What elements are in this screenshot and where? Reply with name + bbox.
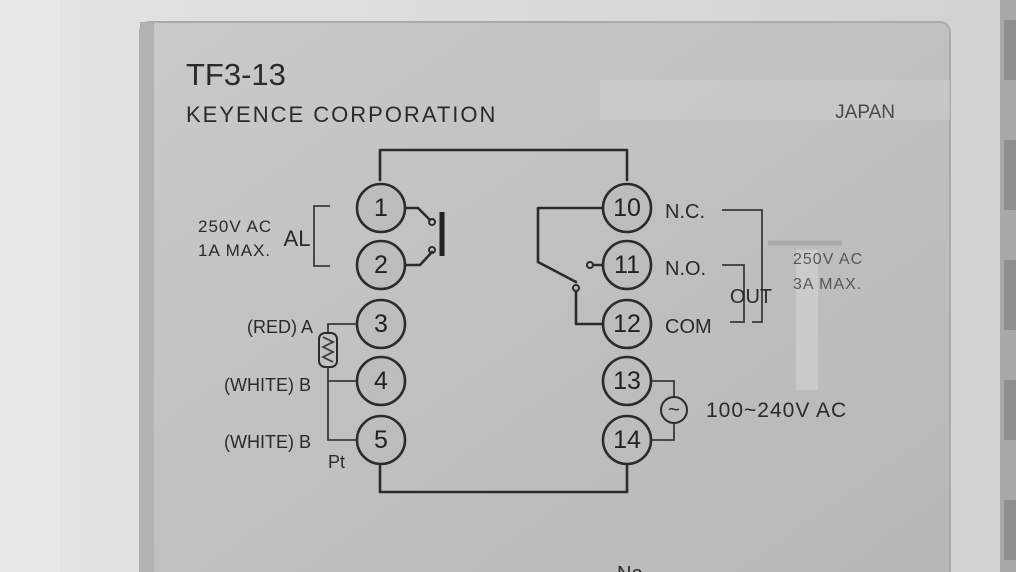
svg-text:2: 2 <box>374 251 388 279</box>
terminal-13: 13 <box>601 355 653 407</box>
terminal-10: 10 <box>601 182 653 234</box>
loop-wire-bottom <box>378 464 629 494</box>
terminal-11: 11 <box>601 239 653 291</box>
output-rating-line2: 3A MAX. <box>793 276 862 293</box>
output-bracket-no <box>722 264 745 323</box>
tape-glare <box>600 80 950 120</box>
country-of-origin: JAPAN <box>835 102 895 123</box>
terminal-teeth <box>1004 20 1016 560</box>
output-com: COM <box>665 316 712 338</box>
terminal-1: 1 <box>355 182 407 234</box>
svg-text:1: 1 <box>374 194 388 222</box>
terminal-2: 2 <box>355 239 407 291</box>
ac-symbol: ~ <box>668 399 680 421</box>
output-rating-line1: 250V AC <box>793 251 863 268</box>
alarm-rating-line1: 250V AC <box>198 217 272 236</box>
svg-text:5: 5 <box>374 426 388 454</box>
alarm-bracket <box>313 205 330 267</box>
svg-text:13: 13 <box>613 367 641 395</box>
output-no: N.O. <box>665 258 706 280</box>
loop-wire-top <box>378 148 629 182</box>
svg-text:12: 12 <box>613 310 641 338</box>
sensor-white-b-1: (WHITE) B <box>224 375 311 395</box>
sensor-white-b-2: (WHITE) B <box>224 432 311 452</box>
plate-edge-strip <box>140 22 154 572</box>
sensor-pt: Pt <box>328 452 345 472</box>
sensor-red-a: (RED) A <box>247 317 313 337</box>
alarm-contact-symbol <box>403 206 445 267</box>
vertical-glare <box>796 250 818 390</box>
svg-text:4: 4 <box>374 367 388 395</box>
manufacturer: KEYENCE CORPORATION <box>186 102 497 127</box>
svg-text:3: 3 <box>374 310 388 338</box>
model-number: TF3-13 <box>186 57 286 92</box>
alarm-rating-line2: 1A MAX. <box>198 241 271 260</box>
alarm-tag: AL <box>284 226 311 251</box>
svg-text:14: 14 <box>613 426 641 454</box>
power-rating: 100~240V AC <box>706 399 847 422</box>
left-edge <box>0 0 60 572</box>
svg-text:11: 11 <box>614 251 640 279</box>
terminal-14: 14 <box>601 414 653 466</box>
terminal-4: 4 <box>355 355 407 407</box>
output-tag: OUT <box>730 286 772 308</box>
output-relay-symbol <box>536 206 605 326</box>
output-nc: N.C. <box>665 201 705 223</box>
output-bracket-nc <box>722 209 763 323</box>
partial-bottom-text: No <box>617 563 643 572</box>
terminal-3: 3 <box>355 298 407 350</box>
terminal-5: 5 <box>355 414 407 466</box>
svg-text:10: 10 <box>613 194 641 222</box>
terminal-12: 12 <box>601 298 653 350</box>
rtd-resistor-symbol <box>318 323 357 441</box>
power-supply-symbol <box>651 380 688 441</box>
